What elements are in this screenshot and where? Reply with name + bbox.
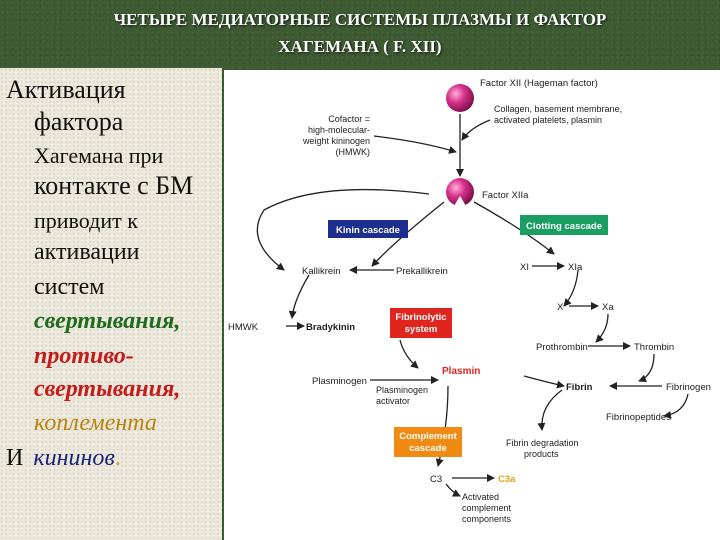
collagen-label-2: activated platelets, plasmin bbox=[494, 115, 602, 125]
fibrinolytic-label-1: Fibrinolytic bbox=[395, 312, 446, 323]
fibrinopeptides-label: Fibrinopeptides bbox=[606, 412, 671, 423]
arrow-fibrinopeptides bbox=[663, 393, 689, 419]
arrow-thrombin-fibrinogen bbox=[638, 353, 655, 383]
text-kinins-prefix: И bbox=[6, 445, 24, 471]
arrow-collagen bbox=[461, 119, 491, 141]
xi-label: XI bbox=[520, 262, 529, 273]
text-panel: Активация фактора Хагемана при контакте … bbox=[0, 68, 222, 540]
cofactor-label-3: weight kininogen bbox=[302, 136, 370, 146]
text-line-factor: фактора bbox=[34, 107, 124, 136]
clotting-cascade-label: Clotting cascade bbox=[526, 221, 602, 232]
factor-xiia-label: Factor XIIa bbox=[482, 190, 529, 201]
factor-xii-sphere bbox=[446, 84, 474, 112]
fibrinolytic-system-box bbox=[390, 308, 452, 338]
c3-label: C3 bbox=[430, 474, 442, 485]
xa-label: Xa bbox=[602, 302, 614, 313]
fibrinolytic-label-2: system bbox=[405, 324, 438, 335]
arrow-feedback-loop bbox=[256, 188, 430, 271]
diagram-arrows bbox=[256, 114, 689, 497]
arrow-xia-to-x bbox=[563, 269, 579, 307]
factor-xii-label: Factor XII (Hageman factor) bbox=[480, 78, 598, 89]
text-line-kinins: И кининов. bbox=[6, 445, 121, 472]
text-line-complement: коплемента bbox=[34, 410, 157, 436]
activated-complement-label-1: Activated bbox=[462, 492, 499, 502]
plasmin-label: Plasmin bbox=[442, 366, 480, 377]
kallikrein-label: Kallikrein bbox=[302, 266, 341, 277]
arrow-fibrin-degradation bbox=[537, 389, 563, 431]
fibrin-label: Fibrin bbox=[566, 382, 593, 393]
fibrin-degradation-label-2: products bbox=[524, 449, 559, 459]
text-line-anticoagulation: свертывания, bbox=[34, 376, 181, 402]
slide-title: ЧЕТЫРЕ МЕДИАТОРНЫЕ СИСТЕМЫ ПЛАЗМЫ И ФАКТ… bbox=[0, 6, 720, 60]
arrow-kallikrein-bradykinin bbox=[288, 274, 310, 319]
fibrinogen-label: Fibrinogen bbox=[666, 382, 711, 393]
factor-xiia-sphere bbox=[446, 178, 474, 206]
activated-complement-label-3: components bbox=[462, 514, 512, 524]
text-kinins-dot: . bbox=[114, 445, 121, 471]
complement-cascade-box bbox=[394, 427, 462, 457]
text-line-hageman: Хагемана при bbox=[34, 143, 164, 168]
collagen-label-1: Collagen, basement membrane, bbox=[494, 104, 622, 114]
hageman-diagram: Kinin cascade Clotting cascade Fibrinoly… bbox=[224, 70, 720, 540]
clotting-cascade-box bbox=[520, 215, 608, 235]
kinin-cascade-box bbox=[328, 220, 408, 238]
prekallikrein-label: Prekallikrein bbox=[396, 266, 448, 277]
thrombin-label: Thrombin bbox=[634, 342, 674, 353]
xia-label: XIa bbox=[568, 262, 583, 273]
plasminogen-activator-label-2: activator bbox=[376, 396, 410, 406]
plasminogen-label: Plasminogen bbox=[312, 376, 367, 387]
text-line-contact: контакте с БМ bbox=[34, 171, 194, 200]
arrow-fibrinolytic bbox=[399, 339, 419, 369]
cofactor-label-2: high-molecular- bbox=[308, 125, 370, 135]
arrow-xiia-to-clotting bbox=[473, 201, 555, 255]
cofactor-label-1: Cofactor = bbox=[328, 114, 370, 124]
arrow-plasmin-fibrin bbox=[523, 375, 565, 389]
prothrombin-label: Prothrombin bbox=[536, 342, 588, 353]
text-line-activation: Активация bbox=[6, 75, 126, 104]
fibrin-degradation-label-1: Fibrin degradation bbox=[506, 438, 579, 448]
arrow-activated-complement bbox=[445, 483, 461, 497]
text-line-systems: систем bbox=[34, 274, 105, 300]
complement-label-1: Complement bbox=[399, 431, 457, 442]
slide-title-line-2: ХАГЕМАНА ( F. XII) bbox=[278, 37, 442, 56]
slide-title-line-1: ЧЕТЫРЕ МЕДИАТОРНЫЕ СИСТЕМЫ ПЛАЗМЫ И ФАКТ… bbox=[113, 10, 607, 29]
text-kinins-word: кининов bbox=[33, 445, 115, 471]
diagram-svg: Kinin cascade Clotting cascade Fibrinoly… bbox=[228, 78, 711, 524]
arrow-xa-to-prothrombin bbox=[595, 313, 609, 343]
text-line-leads: приводит к bbox=[34, 208, 138, 233]
text-line-anti: противо- bbox=[34, 343, 134, 369]
x-label: X bbox=[557, 302, 564, 313]
cofactor-label-4: (HMWK) bbox=[336, 147, 371, 157]
arrow-plasmin-c3 bbox=[435, 385, 449, 467]
bradykinin-label: Bradykinin bbox=[306, 322, 355, 333]
kinin-cascade-label: Kinin cascade bbox=[336, 225, 400, 236]
activated-complement-label-2: complement bbox=[462, 503, 512, 513]
text-line-coagulation: свертывания, bbox=[34, 308, 181, 334]
text-line-activation-of: активации bbox=[34, 239, 140, 265]
hmwk-label: HMWK bbox=[228, 322, 259, 333]
complement-label-2: cascade bbox=[409, 443, 447, 454]
plasminogen-activator-label-1: Plasminogen bbox=[376, 385, 428, 395]
arrow-cofactor bbox=[373, 135, 457, 154]
c3a-label: C3a bbox=[498, 474, 516, 485]
